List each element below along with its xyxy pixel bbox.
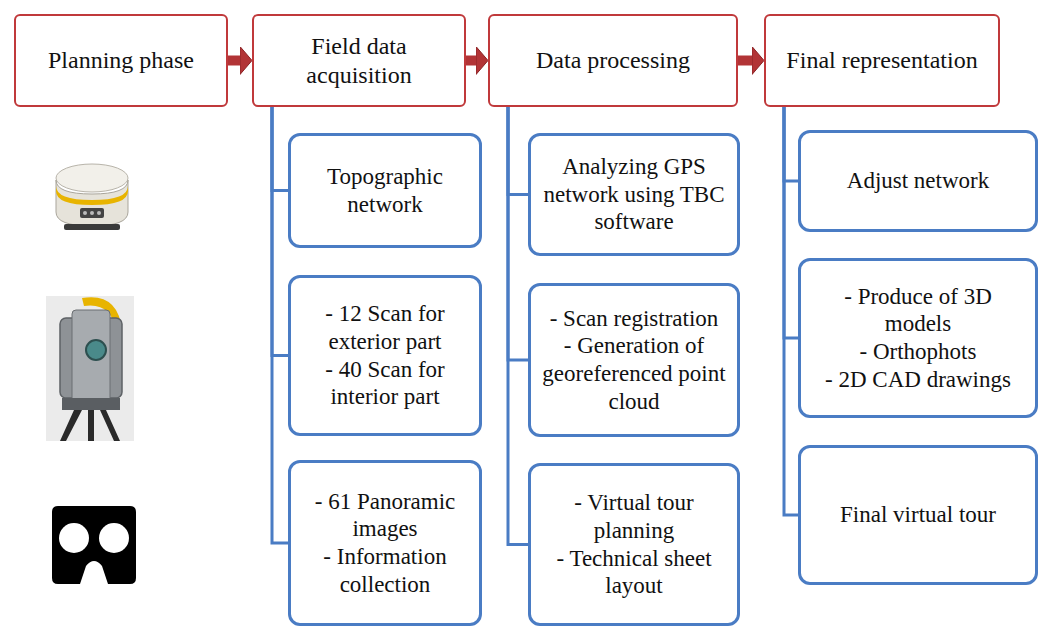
- laser-scanner-icon: [46, 296, 134, 441]
- task-box: - Produce of 3D models - Orthophots - 2D…: [798, 258, 1038, 418]
- box-label: - Produce of 3D models - Orthophots - 2D…: [811, 283, 1025, 393]
- task-box: Final virtual tour: [798, 445, 1038, 585]
- box-label: Planning phase: [48, 46, 194, 75]
- task-box: Analyzing GPS network using TBC software: [528, 133, 740, 256]
- phase-arrow: [465, 56, 476, 66]
- task-box: - Scan registration - Generation of geor…: [528, 283, 740, 437]
- box-label: - Virtual tour planning - Technical shee…: [541, 489, 727, 599]
- box-label: Analyzing GPS network using TBC software: [541, 153, 727, 236]
- vr-headset-icon: [52, 506, 136, 584]
- task-box: - Virtual tour planning - Technical shee…: [528, 463, 740, 626]
- box-label: Adjust network: [847, 167, 989, 195]
- box-label: - 12 Scan for exterior part - 40 Scan fo…: [301, 300, 469, 410]
- phase-arrow: [737, 56, 752, 66]
- task-box: Adjust network: [798, 130, 1038, 232]
- task-box: Topographic network: [288, 133, 482, 248]
- box-label: Topographic network: [301, 163, 469, 218]
- branch-line: [272, 107, 288, 356]
- branch-line: [784, 107, 798, 181]
- box-label: Data processing: [536, 46, 690, 75]
- gps-receiver-icon: [56, 164, 128, 230]
- branch-line: [508, 107, 528, 360]
- branch-line: [784, 107, 798, 338]
- phase-arrow: [227, 56, 240, 66]
- task-box: - 12 Scan for exterior part - 40 Scan fo…: [288, 275, 482, 436]
- phase-box: Final representation: [764, 14, 1000, 107]
- box-label: Final representation: [786, 46, 977, 75]
- task-box: - 61 Panoramic images - Information coll…: [288, 460, 482, 626]
- box-label: Field data acquisition: [264, 32, 454, 90]
- phase-box: Field data acquisition: [252, 14, 466, 107]
- phase-box: Planning phase: [14, 14, 228, 107]
- box-label: - Scan registration - Generation of geor…: [541, 305, 727, 415]
- branch-line: [508, 107, 528, 545]
- branch-line: [272, 107, 288, 191]
- box-label: Final virtual tour: [840, 501, 996, 529]
- branch-line: [784, 107, 798, 515]
- phase-box: Data processing: [488, 14, 738, 107]
- branch-line: [508, 107, 528, 195]
- branch-line: [272, 107, 288, 543]
- box-label: - 61 Panoramic images - Information coll…: [301, 488, 469, 598]
